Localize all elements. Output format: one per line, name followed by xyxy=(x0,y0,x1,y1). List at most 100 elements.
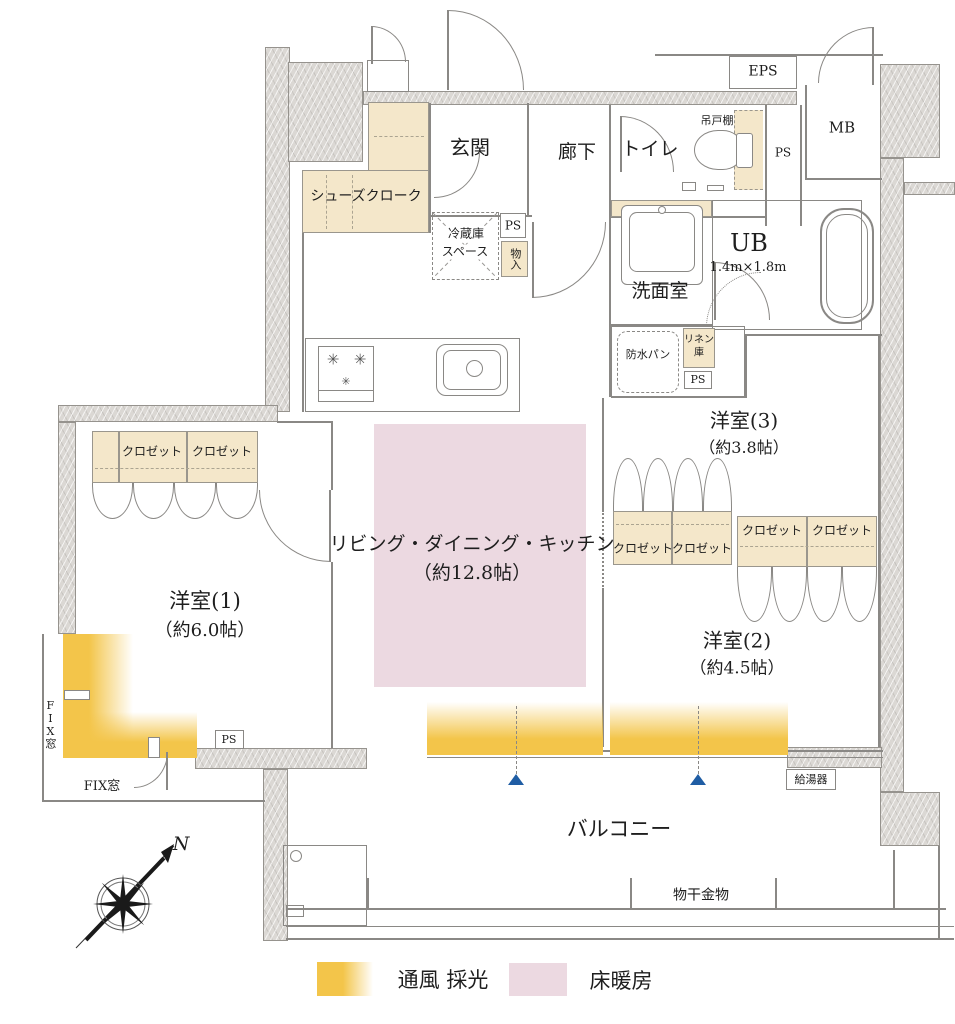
closet-label: クロゼット xyxy=(741,523,803,538)
door-leaf xyxy=(329,490,331,562)
washbasin-faucet xyxy=(658,206,666,214)
window-sill-line xyxy=(427,757,883,758)
interior-wall xyxy=(609,324,713,326)
wall-segment xyxy=(265,47,290,412)
stove-front-line xyxy=(318,390,374,391)
shoe-cloak-label: シューズクローク xyxy=(310,188,422,205)
mb-label: MB xyxy=(828,118,856,137)
closet-door xyxy=(613,458,643,511)
interior-wall xyxy=(277,421,333,423)
compass-icon xyxy=(75,844,175,949)
closet-door xyxy=(737,567,772,622)
closet-box xyxy=(672,511,732,565)
closet-box xyxy=(807,516,877,567)
rail-post xyxy=(630,878,632,909)
rail-post xyxy=(775,878,777,909)
ldk-size-label: （約12.8帖） xyxy=(412,562,532,585)
toilet-label: トイレ xyxy=(621,138,679,161)
ub-room xyxy=(712,200,862,330)
closet-box xyxy=(119,431,187,483)
stove xyxy=(318,346,374,402)
water-heater-label: 給湯器 xyxy=(794,773,828,787)
western3-label: 洋室(3) xyxy=(709,408,779,433)
wall-segment xyxy=(58,422,76,634)
window-band-western2 xyxy=(610,702,788,755)
interior-wall xyxy=(302,232,304,412)
door-leaf xyxy=(620,116,622,172)
balcony-drain xyxy=(290,850,302,862)
porch-frame xyxy=(367,60,409,92)
interior-wall xyxy=(602,590,604,747)
sink-inner xyxy=(443,350,501,390)
wall-segment xyxy=(58,405,278,422)
waterproof-pan-label: 防水パン xyxy=(624,348,672,362)
legend-swatch-floor-heating xyxy=(509,963,567,996)
balcony-corner-partition xyxy=(283,845,367,926)
closet-rail xyxy=(616,524,729,525)
western2-label: 洋室(2) xyxy=(702,628,772,653)
wall-segment xyxy=(195,748,367,769)
door-leaf xyxy=(532,222,534,298)
floor-heating-area xyxy=(374,424,586,687)
balcony-bottom-line xyxy=(286,938,954,940)
interior-wall xyxy=(331,422,333,490)
toilet-accessory xyxy=(707,185,724,191)
closet-box xyxy=(187,431,258,483)
ps-label-southwest: PS xyxy=(221,733,237,747)
toilet-bowl xyxy=(694,130,742,170)
eps-box xyxy=(729,56,797,89)
shoe-cloak-rail xyxy=(326,175,327,229)
ldk-label: リビング・ダイニング・キッチン xyxy=(329,533,615,556)
shoe-cloak-rail xyxy=(374,136,424,137)
interior-wall xyxy=(429,215,532,217)
waterproof-pan-area xyxy=(611,326,745,398)
eps-label: EPS xyxy=(748,63,778,80)
closet-label: クロゼット xyxy=(121,444,183,459)
window-marker-triangle xyxy=(690,774,706,785)
interior-wall xyxy=(800,105,802,226)
closet-door xyxy=(216,483,258,519)
stove-burner-icon: ✳ xyxy=(353,350,367,369)
door-arc-hall-ldk xyxy=(532,222,606,298)
door-leaf xyxy=(447,10,449,90)
rail-post xyxy=(893,850,895,909)
western3-size-label: （約3.8帖） xyxy=(699,438,789,457)
fridge-label-line2: スペース xyxy=(440,244,490,260)
door-arc-western1 xyxy=(259,490,331,562)
interior-wall-dotted xyxy=(602,510,604,590)
western1-size-label: （約6.0帖） xyxy=(154,619,256,641)
door-arc-entrance xyxy=(448,10,524,90)
closet-door xyxy=(772,567,807,622)
ps-box-kitchen xyxy=(500,213,526,238)
interior-wall xyxy=(765,105,767,226)
closet-label: クロゼット xyxy=(671,541,733,556)
closet-door xyxy=(673,458,703,511)
wall-segment xyxy=(904,182,955,195)
sink xyxy=(436,344,508,396)
window-band-ldk xyxy=(427,702,603,755)
wall-segment xyxy=(880,792,940,846)
closet-label: クロゼット xyxy=(612,541,674,556)
legend-floor-heating-label: 床暖房 xyxy=(589,968,653,993)
interior-wall xyxy=(745,334,882,336)
legend-swatch-ventilation xyxy=(317,962,373,996)
legend-ventilation-label: 通風 採光 xyxy=(397,967,489,992)
closet-label: クロゼット xyxy=(191,444,253,459)
fix-window-label-vertical: FIX窓 xyxy=(43,699,57,749)
stove-burner-icon: ✳ xyxy=(341,375,351,389)
door-arc-mb xyxy=(818,27,874,83)
rouka-label: 廊下 xyxy=(557,141,597,164)
compass-north-label: N xyxy=(172,833,190,856)
window-marker-triangle xyxy=(508,774,524,785)
shoe-cloak-area xyxy=(302,170,429,233)
door-arc-balcony-west xyxy=(134,752,168,788)
linen-label: リネン庫 xyxy=(684,334,714,359)
fridge-label-line1: 冷蔵庫 xyxy=(446,226,486,242)
waterproof-pan xyxy=(617,331,679,393)
closet-door xyxy=(174,483,216,519)
interior-wall xyxy=(805,85,807,180)
fix-window-label: FIX窓 xyxy=(83,778,121,794)
shoe-cloak-rail xyxy=(352,175,353,229)
ub-size-label: 1.4m×1.8m xyxy=(709,259,787,275)
window-center-mark xyxy=(516,706,517,774)
